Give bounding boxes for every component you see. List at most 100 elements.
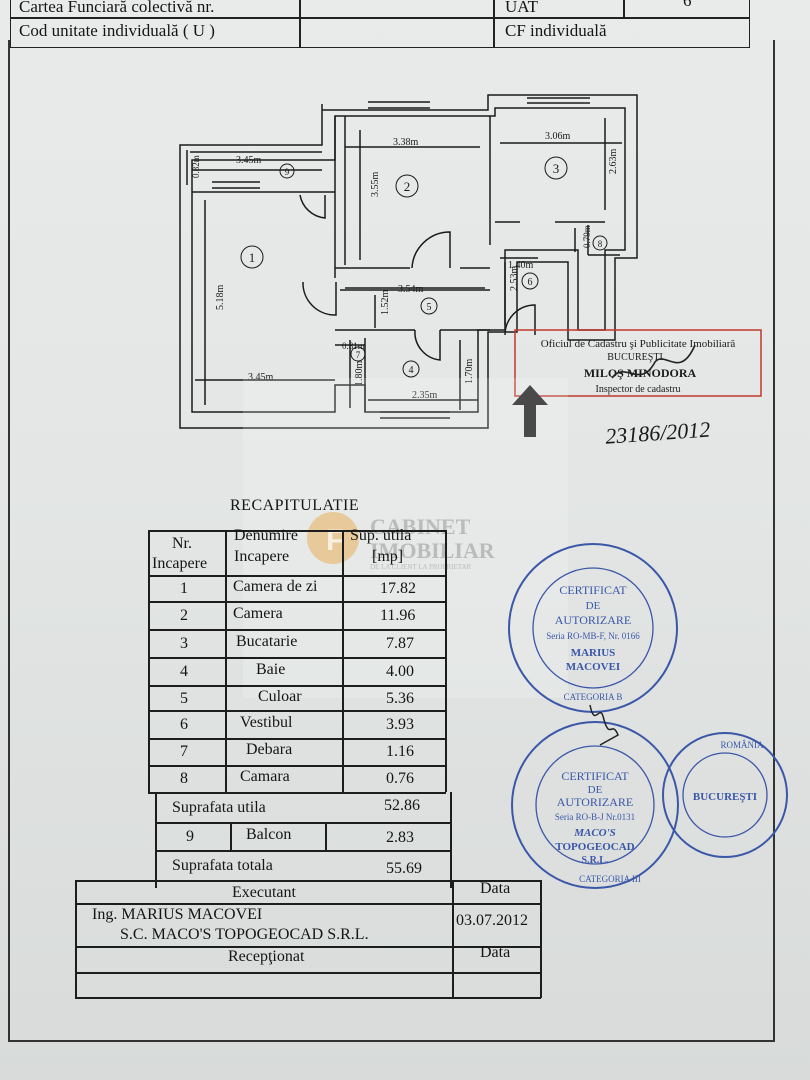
room-number-7: 7 (356, 350, 361, 360)
dim-3-06: 3.06m (545, 131, 571, 142)
dim-3-45-top: 3.45m (236, 155, 262, 166)
header-incapere: Incapere (152, 555, 208, 572)
suprafata-totala-label: Suprafata totala (172, 857, 273, 874)
dim-0-82: 0.82m (191, 155, 201, 178)
row-7-nr: 7 (180, 743, 188, 760)
signature-executant (589, 704, 619, 746)
dim-1-52: 1.52m (380, 290, 391, 316)
dim-3-54: 3.54m (398, 284, 424, 295)
dim-5-18: 5.18m (215, 285, 226, 311)
stamp2-line8: CATEGORIA III (579, 874, 641, 884)
row-5-nr: 5 (180, 690, 188, 707)
watermark-line3: DE LA CLIENT LA PROPRIETAR (370, 563, 472, 571)
receptionat-data-label: Data (480, 944, 511, 961)
dim-2-35: 2.35m (412, 390, 438, 401)
executant-company: S.C. MACO'S TOPOGEOCAD S.R.L. (120, 926, 369, 943)
dim-0-81: 0.81m (342, 341, 365, 351)
cadastru-stamp: Oficiul de Cadastru şi Publicitate Imobi… (514, 329, 762, 397)
row-3-area: 7.87 (386, 635, 414, 652)
row-8-area: 0.76 (386, 770, 414, 787)
stamp1-line7: CATEGORIA B (564, 692, 623, 702)
stamp2-line7: S.R.L. (582, 855, 609, 866)
row-5-name: Culoar (258, 688, 302, 705)
left-border (8, 40, 10, 1040)
row-6-nr: 6 (180, 716, 188, 733)
room-number-1: 1 (249, 250, 256, 265)
room-number-5: 5 (427, 302, 432, 313)
balcon-area: 2.83 (386, 829, 414, 846)
room-number-8: 8 (598, 239, 603, 249)
stamp2-line3: AUTORIZARE (557, 795, 633, 809)
signature-inspector (611, 344, 696, 379)
balcon-nr: 9 (186, 828, 194, 845)
executant-name: Ing. MARIUS MACOVEI (92, 906, 263, 923)
arrow-up-icon (512, 385, 548, 437)
row-7-area: 1.16 (386, 743, 414, 760)
suprafata-totala-value: 55.69 (386, 860, 422, 877)
cadastru-line1: Oficiul de Cadastru şi Publicitate Imobi… (541, 338, 736, 350)
cf-individuala-label: CF individuală (505, 21, 607, 40)
stamp-romania: ROMÂNIA BUCUREŞTI (662, 732, 788, 858)
row-7-name: Debara (246, 741, 293, 758)
stamp2-line1: CERTIFICAT (561, 769, 629, 783)
cadastru-line4: Inspector de cadastru (596, 384, 681, 395)
row-8-name: Camara (240, 768, 290, 785)
watermark-overlay (243, 378, 568, 698)
room-number-9: 9 (285, 167, 290, 177)
balcon-name: Balcon (246, 826, 292, 843)
dim-3-38: 3.38m (393, 137, 419, 148)
row-3-nr: 3 (180, 635, 188, 652)
watermark-logo-icon (307, 512, 359, 564)
header-denumire: Denumire (234, 527, 298, 544)
row-2-nr: 2 (180, 607, 188, 624)
stamp2-line5: MACO'S (573, 827, 616, 839)
row-1-nr: 1 (180, 580, 188, 597)
row-4-name: Baie (256, 661, 286, 678)
room-number-4: 4 (409, 365, 414, 376)
dim-3-45-bottom: 3.45m (248, 372, 274, 383)
row-6-name: Vestibul (240, 714, 293, 731)
row-5-area: 5.36 (386, 690, 414, 707)
carte-funciara-label: Cartea Funciară colectivă nr. (19, 0, 215, 16)
dim-2-53: 2.53m (509, 266, 520, 292)
stamp2-line2: DE (588, 784, 603, 796)
header-nr: Nr. (172, 535, 192, 552)
watermark-line1: CABINET (370, 514, 471, 539)
row-2-area: 11.96 (380, 607, 416, 624)
row-2-name: Camera (233, 605, 283, 622)
stamp2-line4: Seria RO-B-J Nr.0131 (555, 812, 635, 822)
uat-label: UAT (505, 0, 539, 16)
dim-3-55: 3.55m (370, 172, 381, 198)
uat-value: 6 (683, 0, 692, 10)
row-3-name: Bucatarie (236, 633, 298, 650)
row-4-nr: 4 (180, 663, 188, 680)
stamp1-line5: MARIUS (571, 647, 616, 659)
row-1-name: Camera de zi (233, 578, 318, 595)
stamp1-line1: CERTIFICAT (559, 583, 627, 597)
dim-0-79: 0.79m (582, 225, 592, 248)
executant-date: 03.07.2012 (456, 912, 528, 929)
dim-1-80: 1.80m (354, 361, 365, 387)
bottom-border (8, 1040, 775, 1042)
executant-data-label: Data (480, 880, 511, 897)
dim-1-70: 1.70m (464, 359, 475, 385)
stamp1-line6: MACOVEI (566, 661, 620, 673)
room-number-3: 3 (553, 161, 560, 176)
dim-1-40: 1.40m (508, 260, 534, 271)
header-table: Cartea Funciară colectivă nr. UAT 6 Cod … (10, 0, 750, 48)
watermark-line2: IMOBILIAR (370, 538, 495, 563)
row-8-nr: 8 (180, 770, 188, 787)
stamp3-top: ROMÂNIA (720, 740, 764, 750)
header-sup-utila: Sup. utila (350, 527, 412, 544)
suprafata-utila-value: 52.86 (384, 797, 420, 814)
stamp1-line3: AUTORIZARE (555, 613, 631, 627)
room-number-6: 6 (528, 277, 533, 288)
cadastru-line3: MILOŞ MINODORA (584, 366, 697, 380)
header-mp: [mp] (372, 548, 404, 565)
cadastru-line2: BUCUREŞTI (607, 352, 663, 363)
stamp1-line4: Seria RO-MB-F, Nr. 0166 (546, 631, 640, 641)
